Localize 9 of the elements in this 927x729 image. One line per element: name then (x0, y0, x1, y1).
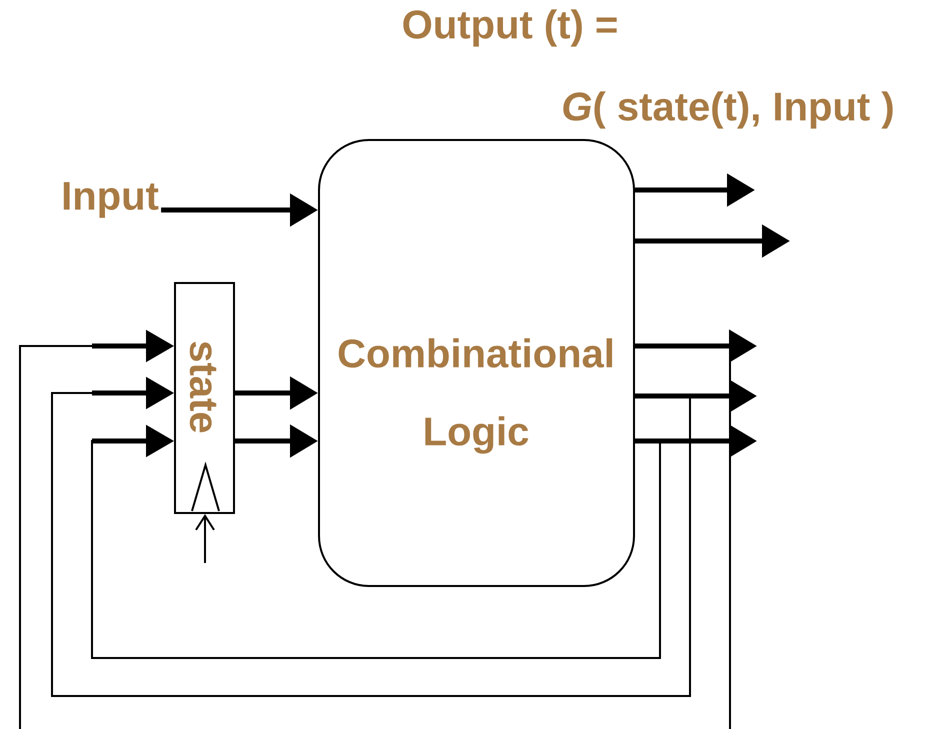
feedback-wire (19, 330, 731, 729)
feedback-wire (51, 376, 691, 697)
clock-arrow (195, 514, 215, 563)
equation-text: Output (t) = (403, 9, 617, 47)
feedback-wire (91, 424, 661, 659)
register-box: state (174, 282, 235, 514)
equation-text: G( state(t), Input ) (563, 91, 893, 129)
input-label: Input (64, 182, 158, 218)
logic-box: Combinational Logic (318, 139, 635, 587)
